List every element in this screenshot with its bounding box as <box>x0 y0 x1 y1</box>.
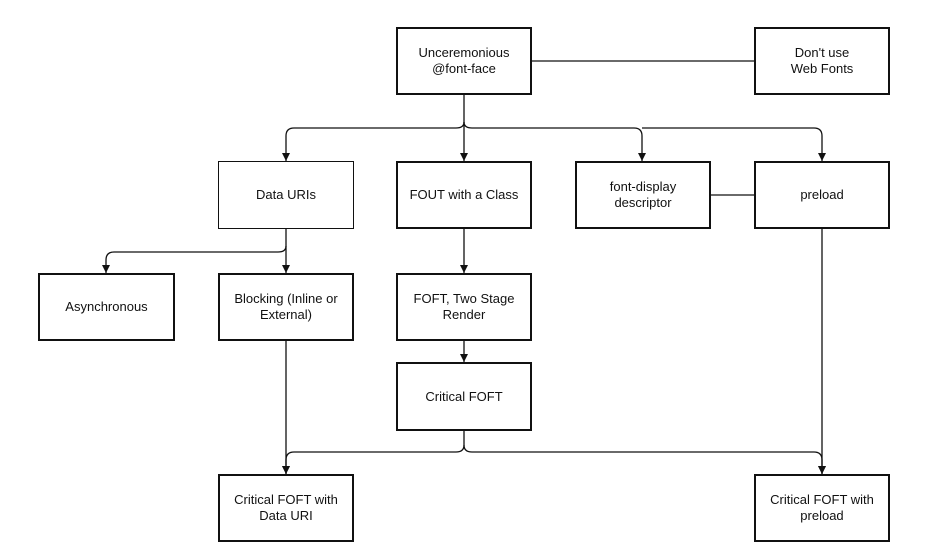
flowchart: Unceremonious @font-face Don't use Web F… <box>38 27 890 542</box>
node-blocking-inline-or-external: Blocking (Inline or External) <box>218 273 354 341</box>
node-fout-with-a-class: FOUT with a Class <box>396 161 532 229</box>
node-dont-use-web-fonts: Don't use Web Fonts <box>754 27 890 95</box>
node-foft-two-stage-render: FOFT, Two Stage Render <box>396 273 532 341</box>
edge-unceremonious-to-preload <box>642 127 826 161</box>
edge-critical-foft-to-critical-data-uri <box>282 444 465 474</box>
edge-data-uris-to-asynchronous <box>102 245 287 273</box>
node-preload: preload <box>754 161 890 229</box>
node-unceremonious-font-face: Unceremonious @font-face <box>396 27 532 95</box>
node-critical-foft-with-preload: Critical FOFT with preload <box>754 474 890 542</box>
edge-unceremonious-to-data-uris <box>282 121 465 161</box>
node-asynchronous: Asynchronous <box>38 273 175 341</box>
node-critical-foft: Critical FOFT <box>396 362 532 431</box>
node-data-uris: Data URIs <box>218 161 354 229</box>
edge-unceremonious-to-font-display <box>463 121 646 161</box>
node-font-display-descriptor: font-display descriptor <box>575 161 711 229</box>
node-critical-foft-with-data-uri: Critical FOFT with Data URI <box>218 474 354 542</box>
edge-critical-foft-to-critical-preload <box>463 444 826 474</box>
connectors <box>102 60 826 474</box>
